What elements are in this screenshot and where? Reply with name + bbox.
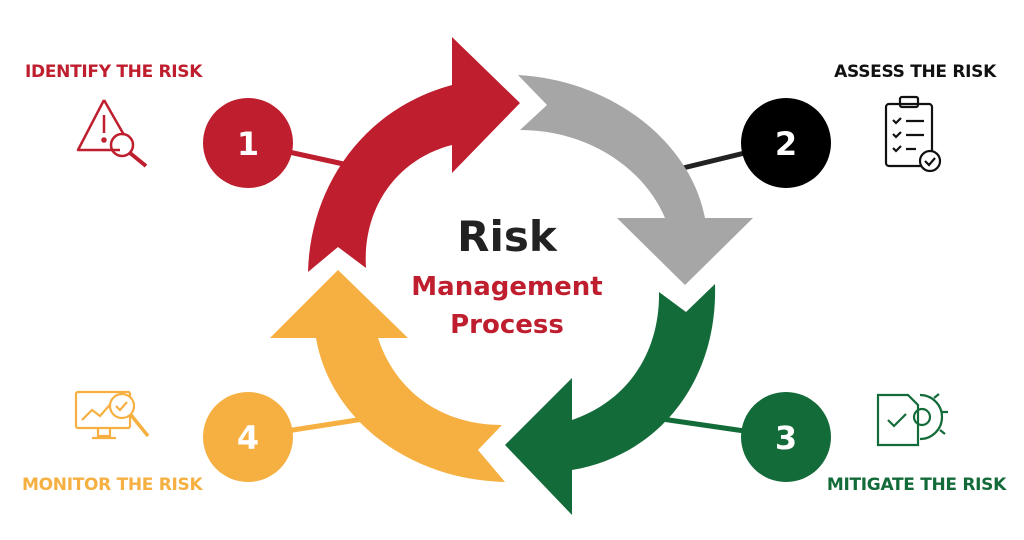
step-label-4: MONITOR THE RISK	[22, 475, 203, 495]
center-title: Risk	[457, 212, 557, 261]
center-subtitle-1: Management	[411, 272, 603, 302]
center-subtitle-2: Process	[450, 310, 564, 340]
step-number-4: 4	[237, 419, 259, 457]
step-circle-3	[741, 392, 831, 482]
step-label-3: MITIGATE THE RISK	[826, 475, 1006, 495]
warning-search-icon	[76, 99, 148, 168]
arrow-mitigate	[505, 284, 716, 515]
step-number-3: 3	[775, 419, 797, 457]
monitor-chart-icon	[74, 390, 150, 440]
arrow-assess	[518, 75, 753, 285]
step-label-2: ASSESS THE RISK	[834, 62, 996, 82]
step-number-1: 1	[237, 125, 259, 163]
step-number-2: 2	[775, 125, 797, 163]
arrow-monitor	[270, 270, 505, 482]
clipboard-checklist-icon	[884, 95, 942, 173]
step-circle-4	[203, 392, 293, 482]
step-label-1: IDENTIFY THE RISK	[25, 62, 203, 82]
document-gear-icon	[876, 393, 948, 447]
arrow-identify	[308, 37, 520, 272]
step-circle-2	[741, 98, 831, 188]
step-circle-1	[203, 98, 293, 188]
